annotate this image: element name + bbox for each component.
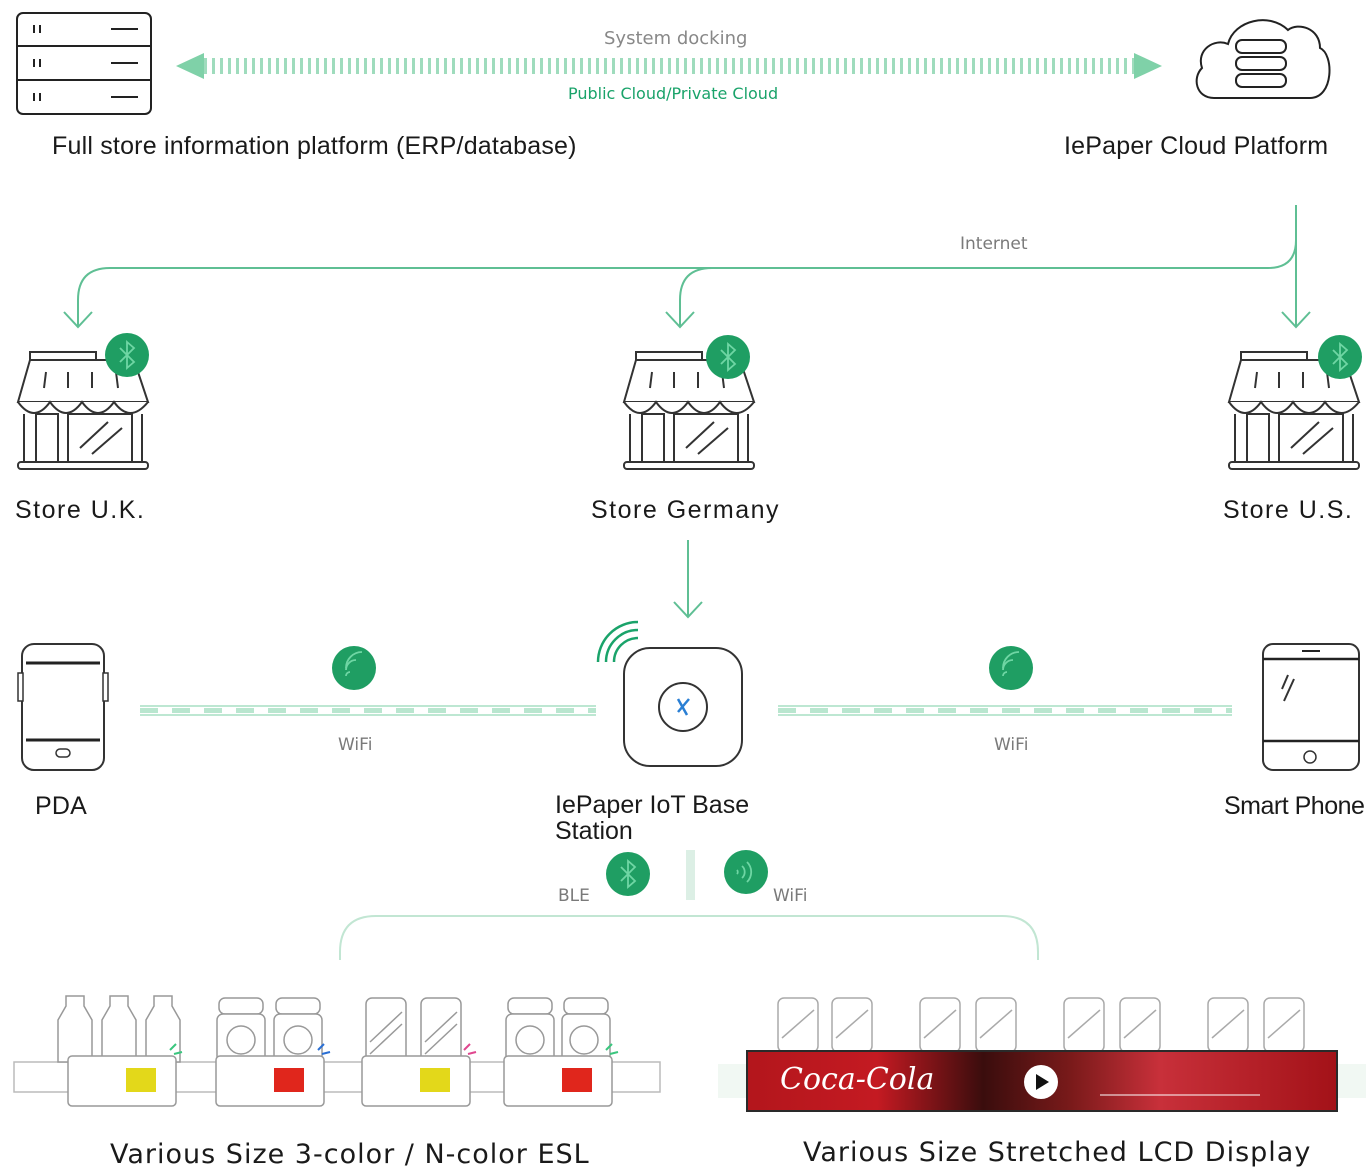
base-station-label-line1: IePaper IoT Base bbox=[555, 791, 750, 819]
lcd-brand-text-2 bbox=[1100, 1066, 1260, 1096]
store-uk-label: Store U.K. bbox=[15, 496, 146, 524]
play-icon[interactable] bbox=[1024, 1065, 1058, 1099]
base-station-label-line2: Station bbox=[555, 817, 633, 845]
bluetooth-icon bbox=[605, 851, 651, 897]
cloud-platform-label: IePaper Cloud Platform bbox=[1064, 132, 1329, 160]
wifi-bottom-label: WiFi bbox=[773, 886, 808, 906]
esl-shelf-illustration bbox=[13, 995, 661, 1107]
wifi-icon bbox=[724, 850, 768, 894]
bluetooth-icon bbox=[1317, 334, 1363, 380]
down-arrow bbox=[673, 540, 703, 619]
lcd-display: Coca-Cola bbox=[746, 1050, 1338, 1112]
system-docking-label: System docking bbox=[604, 28, 748, 49]
bluetooth-icon bbox=[104, 332, 150, 378]
lcd-cans-illustration bbox=[777, 997, 1305, 1053]
distribution-bracket bbox=[339, 915, 1039, 960]
wifi-icon bbox=[988, 645, 1034, 691]
wifi-link-left bbox=[140, 705, 596, 716]
smartphone-icon bbox=[1262, 643, 1360, 771]
server-rack-icon bbox=[16, 12, 152, 115]
lcd-brand-text: Coca-Cola bbox=[780, 1062, 935, 1097]
internet-lines bbox=[63, 205, 1311, 329]
erp-platform-label: Full store information platform (ERP/dat… bbox=[52, 132, 577, 160]
internet-label: Internet bbox=[960, 234, 1028, 254]
wifi-link-right bbox=[778, 705, 1232, 716]
system-docking-arrow bbox=[176, 53, 1162, 79]
cloud-type-label: Public Cloud/Private Cloud bbox=[568, 84, 779, 103]
base-station-icon bbox=[596, 620, 743, 767]
ble-label: BLE bbox=[558, 886, 590, 906]
lcd-label: Various Size Stretched LCD Display bbox=[803, 1137, 1312, 1168]
store-germany-label: Store Germany bbox=[591, 496, 781, 524]
wifi-left-label: WiFi bbox=[338, 735, 373, 755]
pda-label: PDA bbox=[35, 792, 88, 820]
esl-label: Various Size 3-color / N-color ESL bbox=[110, 1139, 590, 1170]
wifi-right-label: WiFi bbox=[994, 735, 1029, 755]
cloud-server-icon bbox=[1195, 19, 1331, 99]
wifi-icon bbox=[331, 645, 377, 691]
pda-device-icon bbox=[17, 643, 109, 771]
bluetooth-icon bbox=[705, 334, 751, 380]
divider bbox=[686, 850, 695, 900]
smartphone-label: Smart Phone bbox=[1224, 792, 1365, 820]
store-us-label: Store U.S. bbox=[1223, 496, 1354, 524]
